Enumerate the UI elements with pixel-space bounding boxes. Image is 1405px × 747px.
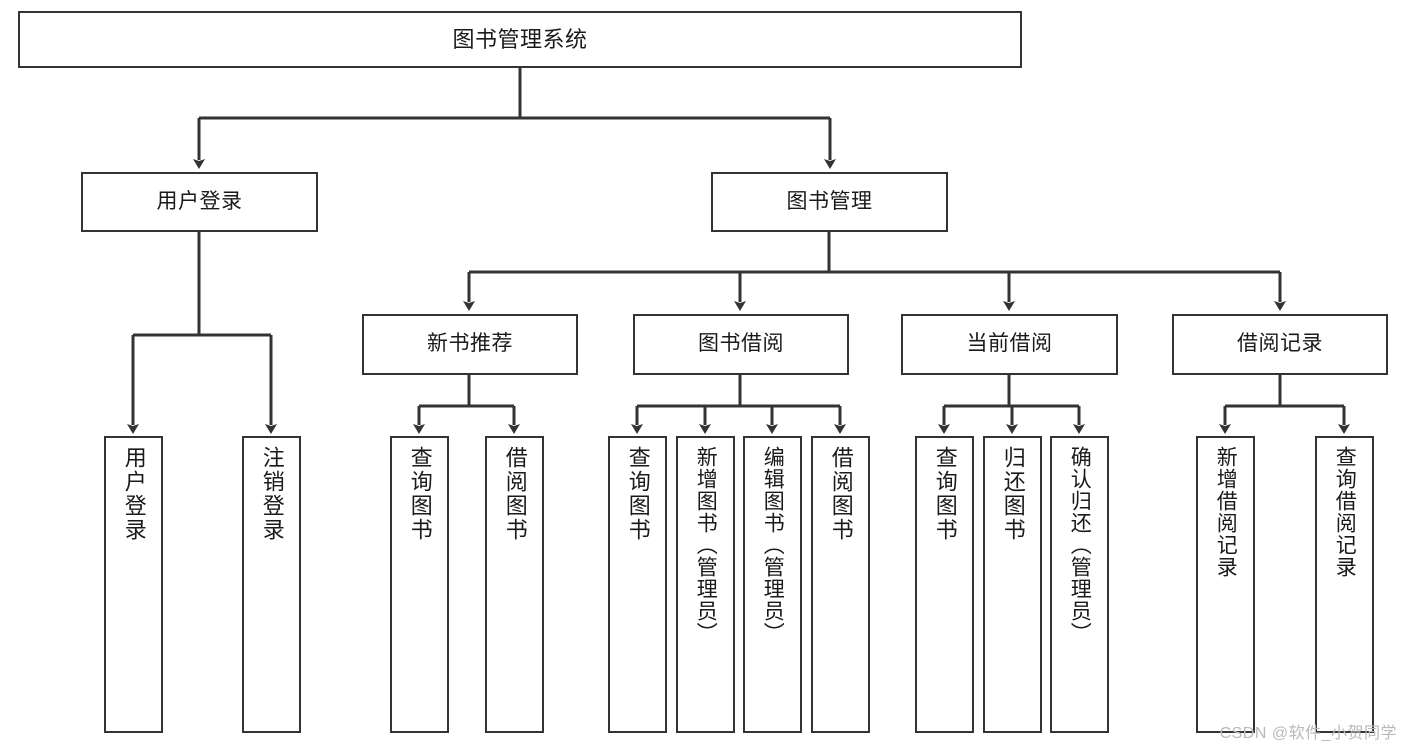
node-leaf-user-logout[interactable]: 注销登录 <box>242 436 301 733</box>
node-new-book-recommend[interactable]: 新书推荐 <box>362 314 578 375</box>
node-leaf-brw-edit-book-label: 编辑图书（管理员） <box>761 446 785 644</box>
node-leaf-cur-confirm-label: 确认归还（管理员） <box>1068 446 1092 644</box>
node-leaf-cur-return-book-label: 归还图书 <box>1000 446 1026 542</box>
node-leaf-brw-query-book[interactable]: 查询图书 <box>608 436 667 733</box>
node-leaf-user-logout-label: 注销登录 <box>259 446 285 542</box>
node-new-book-recommend-label: 新书推荐 <box>427 332 513 356</box>
node-leaf-brw-query-book-label: 查询图书 <box>625 446 651 542</box>
node-user-login[interactable]: 用户登录 <box>81 172 318 232</box>
node-leaf-brw-add-book[interactable]: 新增图书（管理员） <box>676 436 735 733</box>
node-leaf-cur-confirm[interactable]: 确认归还（管理员） <box>1050 436 1109 733</box>
node-leaf-brw-add-book-label: 新增图书（管理员） <box>694 446 718 644</box>
node-leaf-cur-return-book[interactable]: 归还图书 <box>983 436 1042 733</box>
node-user-login-label: 用户登录 <box>156 189 243 213</box>
node-leaf-rec-borrow-book[interactable]: 借阅图书 <box>485 436 544 733</box>
node-leaf-rec-add-record[interactable]: 新增借阅记录 <box>1196 436 1255 733</box>
node-leaf-user-login[interactable]: 用户登录 <box>104 436 163 733</box>
node-leaf-rec-query-record[interactable]: 查询借阅记录 <box>1315 436 1374 733</box>
node-leaf-brw-borrow-book-label: 借阅图书 <box>828 446 854 542</box>
node-book-manage[interactable]: 图书管理 <box>711 172 948 232</box>
node-book-borrow[interactable]: 图书借阅 <box>633 314 849 375</box>
node-leaf-rec-borrow-book-label: 借阅图书 <box>502 446 528 542</box>
node-root-label: 图书管理系统 <box>452 26 588 52</box>
node-leaf-brw-borrow-book[interactable]: 借阅图书 <box>811 436 870 733</box>
node-leaf-cur-query-book-label: 查询图书 <box>932 446 958 542</box>
node-current-borrow[interactable]: 当前借阅 <box>901 314 1118 375</box>
node-leaf-rec-query-book[interactable]: 查询图书 <box>390 436 449 733</box>
node-leaf-rec-add-record-label: 新增借阅记录 <box>1214 446 1238 578</box>
node-book-borrow-label: 图书借阅 <box>698 332 784 356</box>
watermark: CSDN @软件_小贺同学 <box>1219 725 1397 742</box>
node-leaf-brw-edit-book[interactable]: 编辑图书（管理员） <box>743 436 802 733</box>
node-book-manage-label: 图书管理 <box>786 189 873 213</box>
node-leaf-cur-query-book[interactable]: 查询图书 <box>915 436 974 733</box>
node-leaf-user-login-label: 用户登录 <box>121 446 147 542</box>
node-borrow-record-label: 借阅记录 <box>1237 332 1323 356</box>
node-leaf-rec-query-book-label: 查询图书 <box>407 446 433 542</box>
node-borrow-record[interactable]: 借阅记录 <box>1172 314 1388 375</box>
node-current-borrow-label: 当前借阅 <box>966 332 1053 356</box>
node-leaf-rec-query-record-label: 查询借阅记录 <box>1333 446 1357 578</box>
node-root[interactable]: 图书管理系统 <box>18 11 1022 68</box>
